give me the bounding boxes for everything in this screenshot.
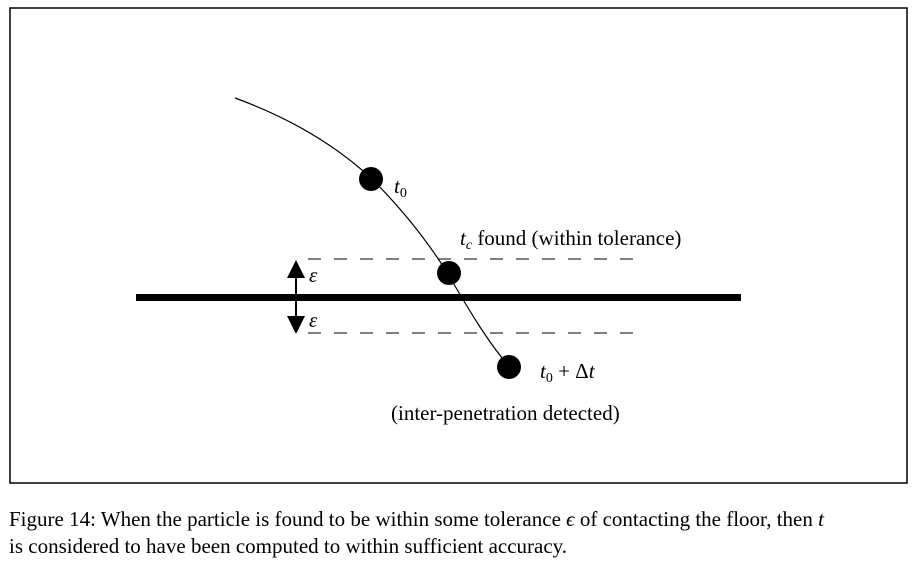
particle-trajectory <box>234 97 510 367</box>
epsilon-lower-label: ε <box>309 308 318 332</box>
caption-line-1: Figure 14: When the particle is found to… <box>9 507 824 531</box>
diagram: ε ε t0 tc found (within tolerance) t0 + … <box>9 7 908 484</box>
t0-plus-dt-label: t0 + Δt <box>540 359 596 386</box>
figure-frame <box>9 7 908 484</box>
caption-line-2: is considered to have been computed to w… <box>9 534 568 558</box>
tc-label: tc found (within tolerance) <box>460 226 681 253</box>
detected-label: (inter-penetration detected) <box>391 401 620 425</box>
t0-label: t0 <box>394 174 407 201</box>
floor-line <box>136 294 741 301</box>
epsilon-arrow <box>287 260 305 334</box>
epsilon-upper-label: ε <box>309 263 318 287</box>
particle-t0-plus-dt <box>497 355 521 379</box>
particle-t0 <box>359 167 383 191</box>
figure-caption: Figure 14: When the particle is found to… <box>9 506 914 560</box>
particle-tc <box>437 261 461 285</box>
